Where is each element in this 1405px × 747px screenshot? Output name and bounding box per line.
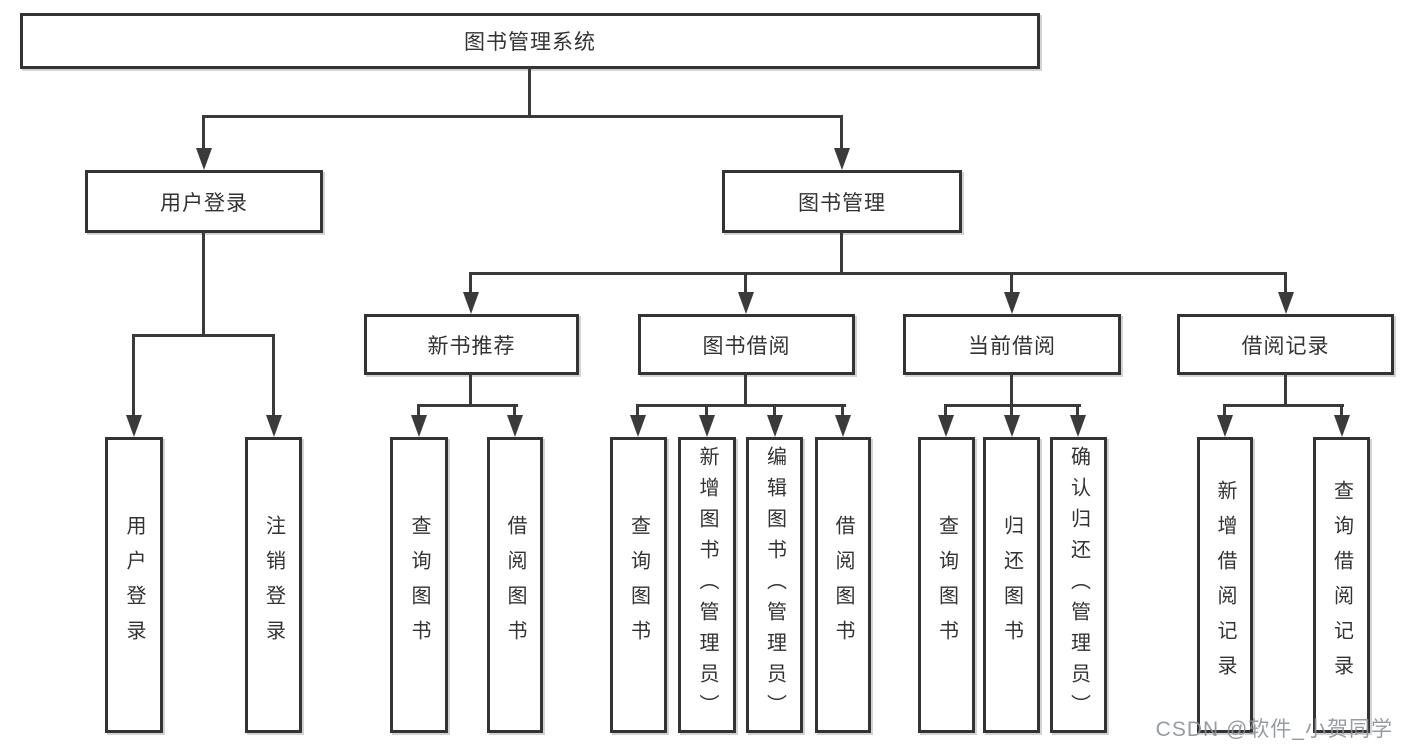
arrow-to-leaf-query-record <box>1334 415 1350 437</box>
connector-recommend-stem <box>469 373 472 406</box>
leaf-query-borrow-record: 查询借阅记录 <box>1313 437 1370 733</box>
arrow-to-current <box>1004 292 1020 314</box>
connector-recommend-branch <box>417 404 518 407</box>
arrow-to-leaf-edit-book <box>767 415 783 437</box>
leaf-borrow-books-recommend: 借阅图书 <box>487 437 543 733</box>
arrow-to-leaf-add-book <box>699 415 715 437</box>
node-borrow-records-label: 借阅记录 <box>1241 334 1330 358</box>
arrow-to-records <box>1278 292 1294 314</box>
arrow-to-leaf-borrow-book <box>835 415 851 437</box>
node-book-management: 图书管理 <box>722 170 962 233</box>
arrow-to-leaf-return-book <box>1004 415 1020 437</box>
connector-leaf-drop <box>841 404 844 416</box>
leaf-user-login: 用户登录 <box>105 437 163 733</box>
connector-records-branch <box>1223 404 1344 407</box>
leaf-edit-book-admin-label: 编辑图书（管理员） <box>763 445 786 725</box>
arrow-to-user-login <box>196 148 212 170</box>
connector-leaf-drop <box>773 404 776 416</box>
connector-root-branch <box>202 115 843 118</box>
leaf-confirm-return-admin-label: 确认归还（管理员） <box>1067 445 1090 725</box>
connector-records-drop <box>1284 272 1287 292</box>
connector-borrow-drop <box>744 272 747 292</box>
leaf-query-books-borrow-label: 查询图书 <box>627 515 650 655</box>
node-user-login: 用户登录 <box>85 170 323 233</box>
leaf-query-books-recommend-label: 查询图书 <box>408 515 430 655</box>
arrow-to-borrow <box>738 292 754 314</box>
node-root: 图书管理系统 <box>20 13 1040 69</box>
leaf-user-login-label: 用户登录 <box>123 515 145 655</box>
connector-leaf-drop <box>1076 404 1079 416</box>
connector-recommend-drop <box>469 272 472 292</box>
leaf-add-book-admin-label: 新增图书（管理员） <box>696 445 718 725</box>
leaf-query-books-current-label: 查询图书 <box>935 515 958 655</box>
connector-book-mgmt-drop <box>840 115 843 148</box>
node-current-borrow: 当前借阅 <box>903 314 1121 375</box>
leaf-add-borrow-record: 新增借阅记录 <box>1197 437 1253 733</box>
arrow-to-leaf-borrow-recommend <box>507 415 523 437</box>
connector-leaf-drop <box>513 404 516 416</box>
arrow-to-leaf-query-recommend <box>411 415 427 437</box>
connector-leaf-drop <box>417 404 420 416</box>
connector-user-login-branch <box>132 334 275 337</box>
arrow-to-leaf-query-borrow <box>630 415 646 437</box>
connector-leaf-drop <box>944 404 947 416</box>
leaf-add-borrow-record-label: 新增借阅记录 <box>1214 480 1236 690</box>
node-book-borrow: 图书借阅 <box>638 314 855 375</box>
leaf-return-book-label: 归还图书 <box>1000 515 1023 655</box>
leaf-query-borrow-record-label: 查询借阅记录 <box>1330 480 1353 690</box>
leaf-query-books-borrow: 查询图书 <box>610 437 667 733</box>
node-book-management-label: 图书管理 <box>798 191 886 215</box>
leaf-return-book: 归还图书 <box>983 437 1040 733</box>
connector-borrow-stem <box>744 373 747 406</box>
leaf-logout-label: 注销登录 <box>262 515 285 655</box>
connector-leaf-drop <box>1010 404 1013 416</box>
leaf-borrow-books-recommend-label: 借阅图书 <box>504 515 526 655</box>
arrow-to-leaf-add-record <box>1217 415 1233 437</box>
node-root-label: 图书管理系统 <box>464 31 596 54</box>
connector-leaf-login-drop <box>132 334 135 415</box>
arrow-to-leaf-query-current <box>938 415 954 437</box>
connector-leaf-logout-drop <box>272 334 275 415</box>
leaf-logout: 注销登录 <box>245 437 302 733</box>
arrow-to-leaf-login <box>126 415 142 437</box>
connector-borrow-branch <box>636 404 846 407</box>
csdn-watermark: CSDN @软件_小贺同学 <box>1155 718 1393 741</box>
connector-root-stem <box>528 67 531 117</box>
leaf-confirm-return-admin: 确认归还（管理员） <box>1050 437 1107 733</box>
connector-leaf-drop <box>1223 404 1226 416</box>
connector-current-drop <box>1010 272 1013 292</box>
leaf-query-books-recommend: 查询图书 <box>390 437 448 733</box>
connector-user-login-stem <box>202 232 205 336</box>
arrow-to-leaf-confirm-return <box>1070 415 1086 437</box>
connector-leaf-drop <box>1340 404 1343 416</box>
connector-current-stem <box>1010 373 1013 406</box>
node-user-login-label: 用户登录 <box>160 191 248 215</box>
node-new-book-recommend-label: 新书推荐 <box>427 334 516 358</box>
node-book-borrow-label: 图书借阅 <box>702 334 791 358</box>
connector-leaf-drop <box>705 404 708 416</box>
connector-level3-branch <box>469 272 1287 275</box>
arrow-to-leaf-logout <box>266 415 282 437</box>
connector-records-stem <box>1284 373 1287 406</box>
node-borrow-records: 借阅记录 <box>1177 314 1394 375</box>
leaf-borrow-books-label: 借阅图书 <box>832 515 854 655</box>
arrow-to-book-mgmt <box>834 148 850 170</box>
connector-leaf-drop <box>636 404 639 416</box>
arrow-to-recommend <box>463 292 479 314</box>
leaf-query-books-current: 查询图书 <box>918 437 975 733</box>
leaf-borrow-books: 借阅图书 <box>815 437 871 733</box>
leaf-add-book-admin: 新增图书（管理员） <box>678 437 736 733</box>
leaf-edit-book-admin: 编辑图书（管理员） <box>746 437 803 733</box>
connector-user-login-drop <box>202 115 205 148</box>
node-current-borrow-label: 当前借阅 <box>968 334 1056 358</box>
connector-book-mgmt-stem <box>840 232 843 274</box>
node-new-book-recommend: 新书推荐 <box>364 314 579 375</box>
